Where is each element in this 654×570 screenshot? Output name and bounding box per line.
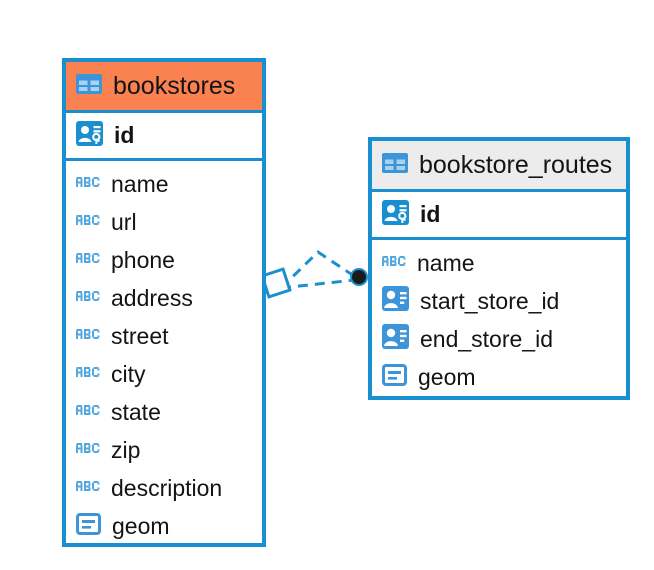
field-row[interactable]: start_store_id xyxy=(372,282,626,320)
text-abc-icon xyxy=(76,479,100,498)
field-row[interactable]: end_store_id xyxy=(372,320,626,358)
text-abc-icon xyxy=(76,175,100,194)
field-label: geom xyxy=(112,512,170,539)
foreign-key-icon xyxy=(382,285,409,317)
relationship-line-upper xyxy=(279,250,358,290)
primary-key-label: id xyxy=(420,201,441,227)
diamond-marker xyxy=(260,267,292,299)
field-label: end_store_id xyxy=(420,325,553,352)
field-row[interactable]: url xyxy=(66,203,262,241)
field-label: start_store_id xyxy=(420,287,560,314)
text-abc-icon xyxy=(76,289,100,308)
table-icon xyxy=(76,73,102,99)
field-row[interactable]: name xyxy=(66,165,262,203)
entity-bookstores[interactable]: bookstores id xyxy=(62,58,266,547)
field-row[interactable]: city xyxy=(66,355,262,393)
entity-header-bookstore-routes[interactable]: bookstore_routes xyxy=(372,141,626,189)
field-row[interactable]: street xyxy=(66,317,262,355)
primary-key-row-bookstores[interactable]: id xyxy=(66,110,262,161)
text-abc-icon xyxy=(76,327,100,346)
field-label: name xyxy=(417,249,475,276)
field-list-bookstore-routes: name start_store_id xyxy=(372,240,626,404)
field-row[interactable]: geom xyxy=(372,358,626,396)
geometry-icon xyxy=(76,512,101,540)
entity-title: bookstore_routes xyxy=(419,150,613,179)
field-label: name xyxy=(111,170,169,197)
field-row[interactable]: name xyxy=(372,244,626,282)
relationship-line-lower xyxy=(280,278,356,290)
text-abc-icon xyxy=(76,365,100,384)
geometry-icon xyxy=(382,363,407,391)
field-label: description xyxy=(111,474,223,501)
field-row[interactable]: zip xyxy=(66,431,262,469)
field-row[interactable]: description xyxy=(66,469,262,507)
text-abc-icon xyxy=(76,403,100,422)
field-label: state xyxy=(111,398,161,425)
field-label: geom xyxy=(418,363,476,390)
entity-title: bookstores xyxy=(113,71,236,100)
text-abc-icon xyxy=(76,251,100,270)
field-label: street xyxy=(111,322,169,349)
text-abc-icon xyxy=(76,213,100,232)
filled-circle-marker-ring xyxy=(350,268,368,286)
entity-header-bookstores[interactable]: bookstores xyxy=(66,62,262,110)
field-row[interactable]: phone xyxy=(66,241,262,279)
filled-circle-marker xyxy=(352,270,366,284)
field-row[interactable]: state xyxy=(66,393,262,431)
primary-key-label: id xyxy=(114,122,135,148)
field-row[interactable]: geom xyxy=(66,507,262,545)
field-label: city xyxy=(111,360,146,387)
field-label: zip xyxy=(111,436,141,463)
field-label: address xyxy=(111,284,193,311)
field-label: phone xyxy=(111,246,175,273)
table-icon xyxy=(382,152,408,178)
primary-key-icon xyxy=(382,199,409,231)
text-abc-icon xyxy=(76,441,100,460)
field-label: url xyxy=(111,208,137,235)
primary-key-icon xyxy=(76,120,103,152)
field-list-bookstores: name url xyxy=(66,161,262,553)
text-abc-icon xyxy=(382,254,406,273)
field-row[interactable]: address xyxy=(66,279,262,317)
primary-key-row-bookstore-routes[interactable]: id xyxy=(372,189,626,240)
entity-bookstore-routes[interactable]: bookstore_routes id xyxy=(368,137,630,400)
foreign-key-icon xyxy=(382,323,409,355)
